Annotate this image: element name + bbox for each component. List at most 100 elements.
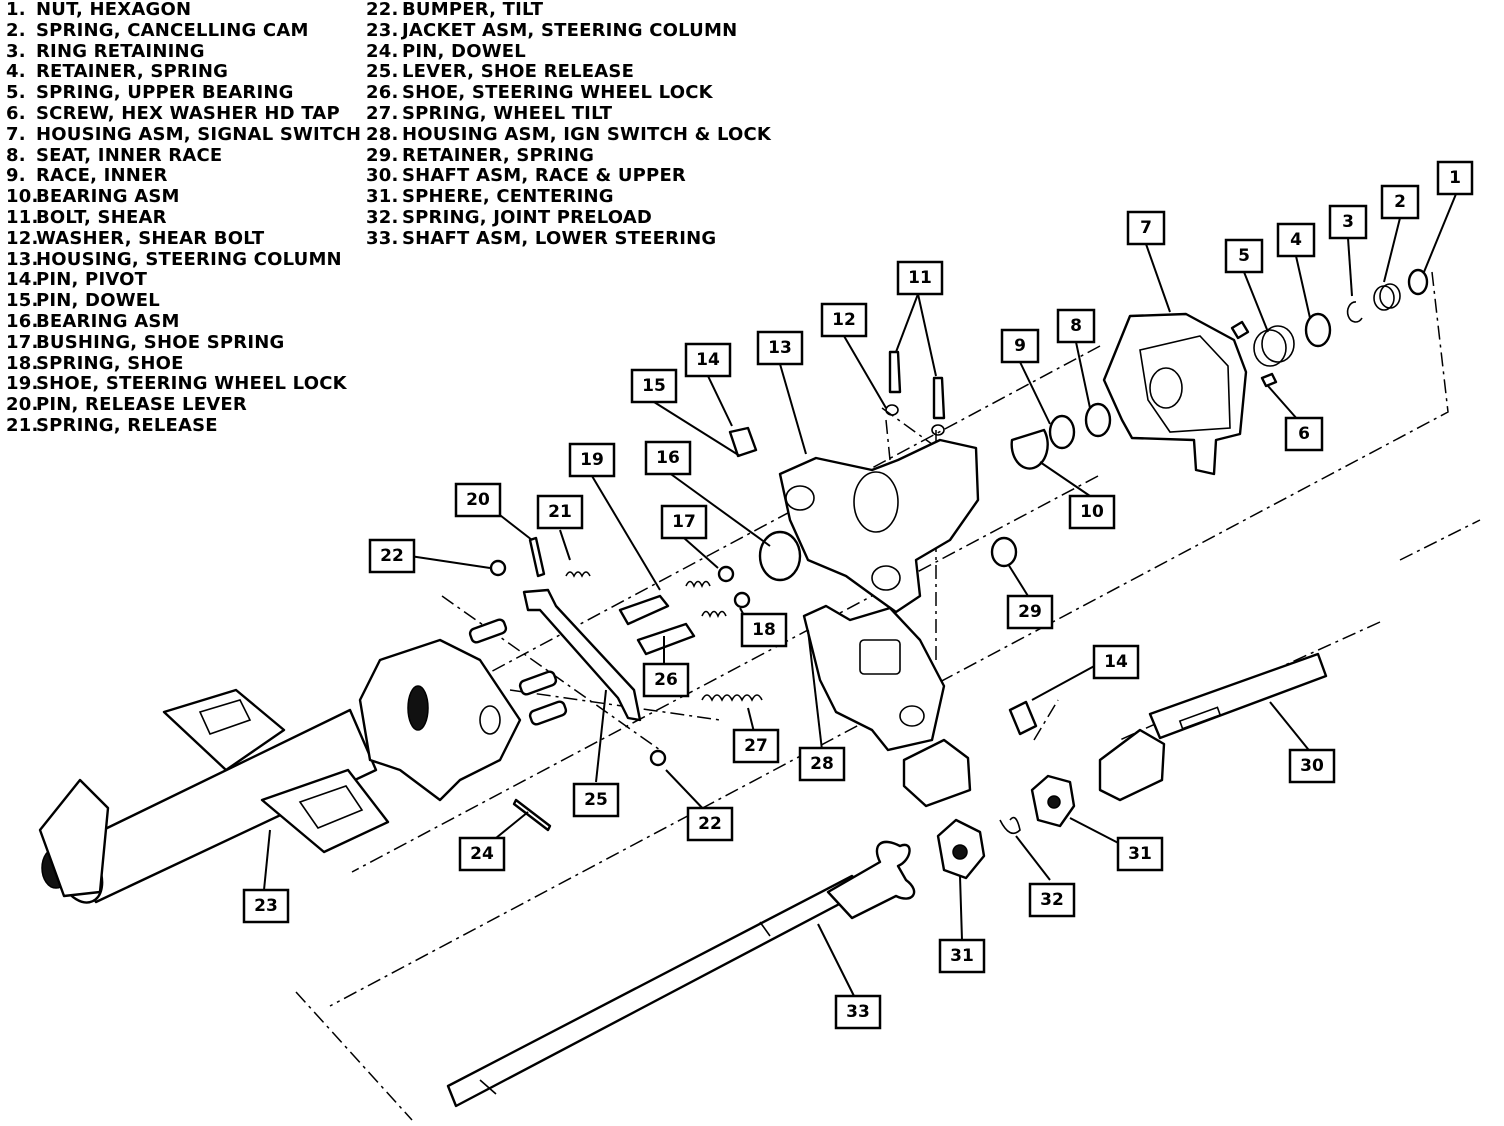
- parts-list-item: 17.BUSHING, SHOE SPRING: [6, 331, 361, 354]
- part-number: 4.: [6, 61, 26, 83]
- callout-label: 2: [1394, 192, 1406, 212]
- callout-label: 5: [1238, 246, 1250, 266]
- part-description: NUT, HEXAGON: [36, 0, 192, 20]
- part-description: SPRING, SHOE: [36, 352, 184, 374]
- part-description: SCREW, HEX WASHER HD TAP: [36, 102, 340, 124]
- parts-list-item: 26.SHOE, STEERING WHEEL LOCK: [366, 82, 771, 104]
- part-number: 18.: [6, 352, 39, 374]
- parts-list-item: 12.WASHER, SHEAR BOLT: [6, 227, 361, 250]
- part-number: 28.: [366, 123, 399, 145]
- part-description: SEAT, INNER RACE: [36, 144, 223, 166]
- parts-list-item: 22.BUMPER, TILT: [366, 0, 771, 21]
- parts-list-item: 28.HOUSING ASM, IGN SWITCH & LOCK: [366, 123, 772, 146]
- part-description: RING RETAINING: [36, 40, 205, 62]
- callout-boxes: 1 2 3 4 5 6 7 8 9 10 11 12 13 14 15 16 1…: [242, 160, 1474, 1030]
- callout-15: 15: [630, 368, 678, 404]
- callout-14a: 14: [684, 342, 732, 378]
- callout-6: 6: [1284, 416, 1324, 452]
- part-number: 17.: [6, 331, 39, 353]
- callout-8: 8: [1056, 308, 1096, 344]
- callout-19: 19: [568, 442, 616, 478]
- parts-list-item: 15.PIN, DOWEL: [6, 290, 361, 312]
- parts-list-item: 30.SHAFT ASM, RACE & UPPER: [366, 166, 771, 187]
- upper-shaft-part-30: [1098, 652, 1328, 802]
- part-description: SPRING, UPPER BEARING: [36, 82, 294, 104]
- part-description: SHOE, STEERING WHEEL LOCK: [36, 373, 347, 395]
- callout-21: 21: [536, 494, 584, 530]
- part-number: 5.: [6, 82, 26, 104]
- callout-label: 14: [1104, 652, 1128, 672]
- callout-label: 13: [768, 338, 792, 358]
- callout-24: 24: [458, 836, 506, 872]
- callout-label: 7: [1140, 218, 1152, 238]
- part-number: 15.: [6, 290, 39, 312]
- part-number: 29.: [366, 144, 399, 166]
- part-number: 12.: [6, 227, 39, 249]
- callout-4: 4: [1276, 222, 1316, 258]
- callout-label: 22: [698, 814, 722, 834]
- part-number: 9.: [6, 165, 26, 187]
- callout-label: 29: [1018, 602, 1042, 622]
- parts-list-item: 10.BEARING ASM: [6, 186, 361, 208]
- callout-9: 9: [1000, 328, 1040, 364]
- part-number: 16.: [6, 310, 39, 332]
- callout-30: 30: [1288, 748, 1336, 784]
- callout-7: 7: [1126, 210, 1166, 246]
- part-number: 10.: [6, 186, 39, 208]
- callout-label: 21: [548, 502, 572, 522]
- callout-33: 33: [834, 994, 882, 1030]
- part-number: 24.: [366, 40, 399, 62]
- callout-label: 9: [1014, 336, 1026, 356]
- part-description: SPRING, CANCELLING CAM: [36, 19, 309, 41]
- callout-32: 32: [1028, 882, 1076, 918]
- parts-list-item: 6. SCREW, HEX WASHER HD TAP: [6, 102, 361, 125]
- parts-list-item: 31.SPHERE, CENTERING: [366, 186, 771, 208]
- callout-label: 17: [672, 512, 696, 532]
- callout-label: 1: [1449, 168, 1461, 188]
- parts-list-item: 2.SPRING, CANCELLING CAM: [6, 19, 361, 42]
- callout-22b: 22: [686, 806, 734, 842]
- callout-label: 4: [1290, 230, 1302, 250]
- parts-list-item: 18.SPRING, SHOE: [6, 352, 361, 375]
- parts-list-item: 25.LEVER, SHOE RELEASE: [366, 62, 771, 83]
- parts-list-item: 29.RETAINER, SPRING: [366, 144, 771, 167]
- part-number: 3.: [6, 40, 26, 62]
- parts-list-item: 23.JACKET ASM, STEERING COLUMN: [366, 19, 771, 42]
- callout-label: 27: [744, 736, 768, 756]
- parts-list-item: 14.PIN, PIVOT: [6, 270, 361, 291]
- callout-26: 26: [642, 662, 690, 698]
- callout-label: 22: [380, 546, 404, 566]
- callout-20: 20: [454, 482, 502, 518]
- part-description: HOUSING ASM, IGN SWITCH & LOCK: [402, 123, 772, 145]
- part-number: 31.: [366, 186, 399, 208]
- part-number: 6.: [6, 102, 26, 124]
- callout-label: 31: [950, 946, 974, 966]
- callout-label: 20: [466, 490, 490, 510]
- part-description: BUSHING, SHOE SPRING: [36, 331, 285, 353]
- parts-list-item: 3. RING RETAINING: [6, 40, 361, 63]
- callout-28: 28: [798, 746, 846, 782]
- part-number: 13.: [6, 248, 39, 270]
- callout-label: 25: [584, 790, 608, 810]
- part-description: RETAINER, SPRING: [402, 144, 595, 166]
- callout-31a: 31: [1116, 836, 1164, 872]
- part-description: BEARING ASM: [36, 310, 180, 332]
- bolts-and-pins: [728, 320, 1278, 736]
- callout-25: 25: [572, 782, 620, 818]
- callout-label: 8: [1070, 316, 1082, 336]
- centering-spheres-part-31: [936, 774, 1076, 880]
- callout-label: 26: [654, 670, 678, 690]
- part-number: 30.: [366, 165, 399, 187]
- part-number: 21.: [6, 414, 39, 436]
- parts-list-item: 11.BOLT, SHEAR: [6, 207, 361, 229]
- part-description: SHOE, STEERING WHEEL LOCK: [402, 82, 713, 104]
- part-description: JACKET ASM, STEERING COLUMN: [402, 19, 738, 41]
- part-description: SPHERE, CENTERING: [402, 186, 614, 208]
- callout-label: 3: [1342, 212, 1354, 232]
- callout-22a: 22: [368, 538, 416, 574]
- part-description: SHAFT ASM, LOWER STEERING: [402, 227, 717, 249]
- part-number: 14.: [6, 269, 39, 291]
- part-description: LEVER, SHOE RELEASE: [402, 61, 635, 83]
